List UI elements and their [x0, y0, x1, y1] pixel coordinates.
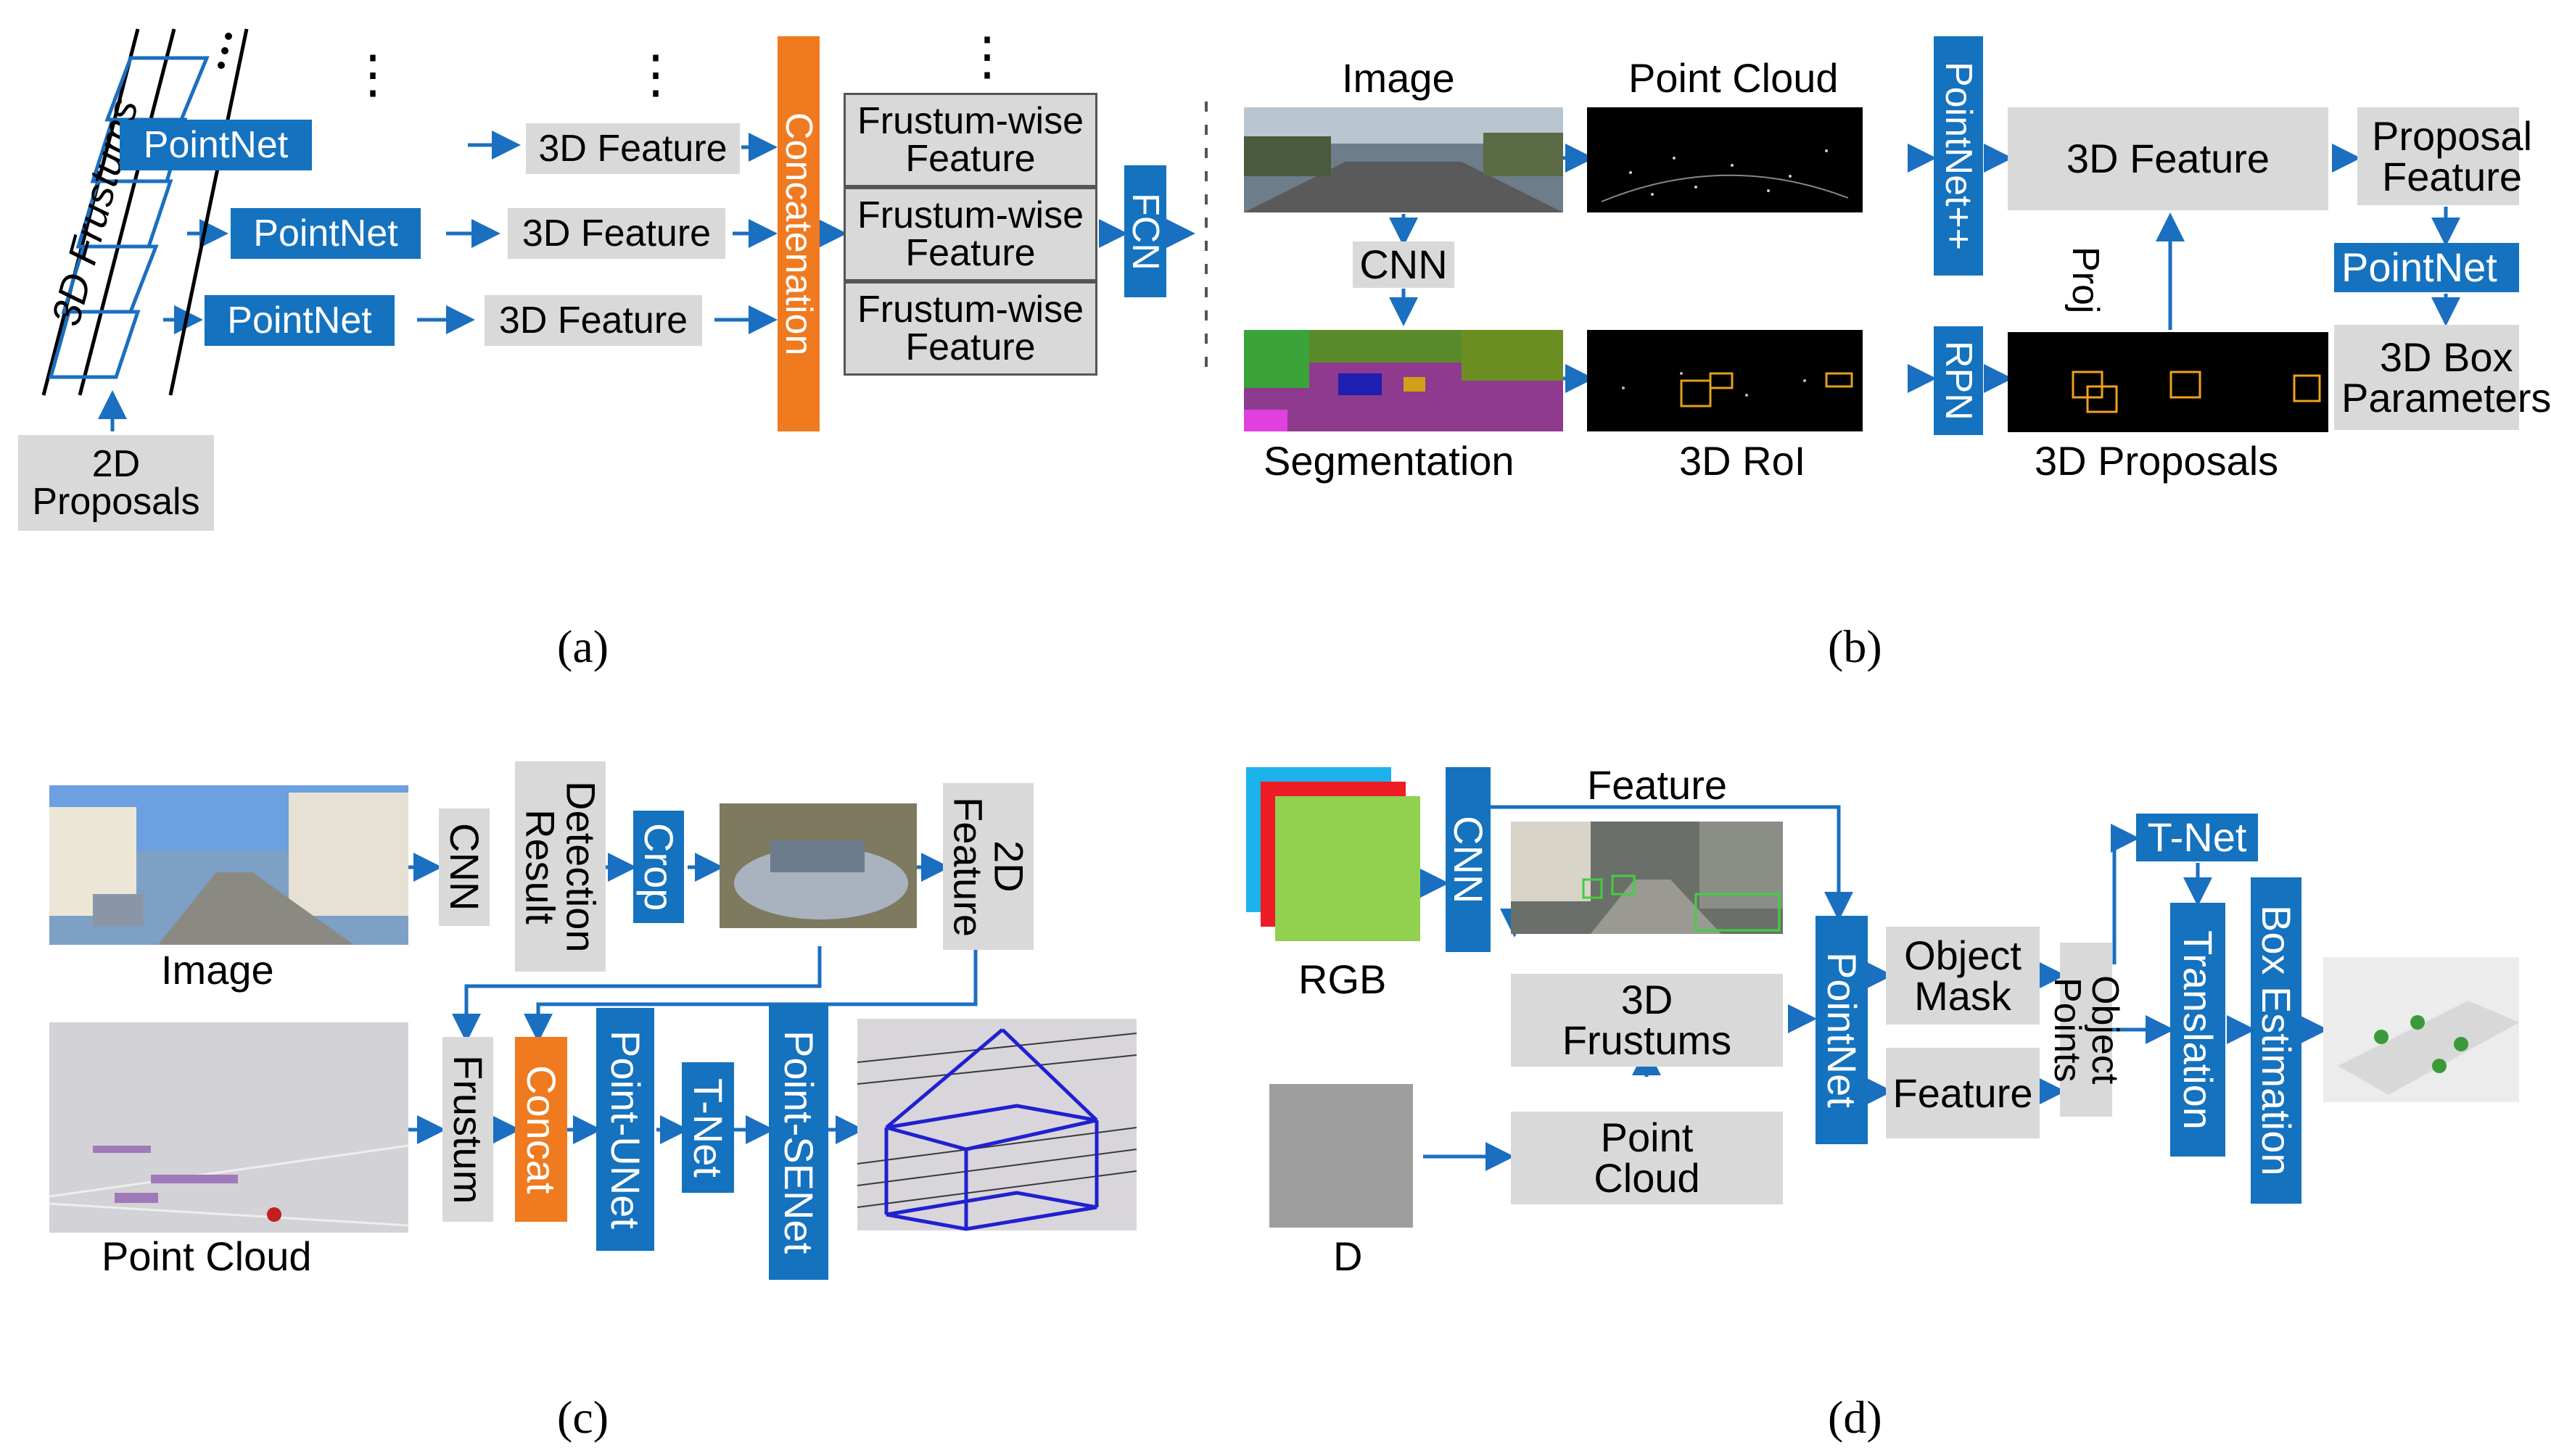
rgb-label: RGB — [1298, 956, 1387, 1002]
point-unet-box: Point-UNet — [596, 1008, 654, 1251]
b-cnn-box: CNN — [1353, 241, 1454, 288]
roi-image — [1587, 330, 1863, 431]
caption-a: (a) — [557, 621, 609, 672]
c-image-label: Image — [161, 947, 274, 993]
frustums3d-box: 3D Frustums — [1511, 974, 1783, 1067]
feature3d-box-3: 3D Feature — [485, 295, 702, 346]
pointnet-box-3: PointNet — [205, 295, 395, 346]
b-feature3d-box: 3D Feature — [2008, 107, 2328, 210]
feature3d-box-2: 3D Feature — [508, 208, 725, 259]
depth-square — [1269, 1084, 1413, 1228]
proposals2d-box: 2D Proposals — [18, 435, 214, 531]
c-cnn-box: CNN — [439, 808, 490, 926]
d-pointcloud-box: Point Cloud — [1511, 1112, 1783, 1204]
ellipsis-3: ⋮ — [961, 28, 1013, 86]
pointnet-box-2: PointNet — [231, 208, 421, 259]
frustum-wise-box-1: Frustum-wise Feature — [844, 93, 1097, 187]
concatenation-box: Concatenation — [778, 36, 820, 431]
detection-result-box: Detection Result — [515, 761, 606, 972]
feature2d-box: 2D Feature — [943, 783, 1034, 950]
caption-d: (d) — [1828, 1391, 1882, 1443]
frustum-wise-box-2: Frustum-wise Feature — [844, 187, 1097, 281]
rpn-box: RPN — [1934, 326, 1983, 435]
object-mask-box: Object Mask — [1886, 927, 2040, 1025]
translation-box: Translation — [2170, 903, 2225, 1157]
box-estimation-box: Box Estimation — [2251, 877, 2301, 1204]
caption-b: (b) — [1828, 621, 1882, 672]
d-label: D — [1333, 1233, 1363, 1279]
c-pointcloud-image — [49, 1022, 409, 1233]
pointnetpp-box: PointNet++ — [1934, 36, 1983, 276]
point-senet-box: Point-SENet — [769, 1004, 828, 1280]
pointcloud-image — [1587, 107, 1863, 212]
box3d-image — [857, 1019, 1137, 1231]
proposals3d-image — [2008, 332, 2328, 432]
feature-top-label: Feature — [1587, 762, 1727, 808]
fcn-box: FCN — [1124, 165, 1166, 297]
frustum-wise-box-3: Frustum-wise Feature — [844, 281, 1097, 376]
pointnet-box-1: PointNet — [120, 120, 312, 170]
c-street-image — [49, 785, 408, 945]
b-pointcloud-label: Point Cloud — [1628, 55, 1839, 101]
b-image-label: Image — [1342, 55, 1455, 101]
segmentation-image — [1244, 330, 1563, 431]
feature3d-box-1: 3D Feature — [526, 123, 740, 174]
d-tnet-box: T-Net — [2136, 814, 2258, 861]
concat-box: Concat — [515, 1037, 567, 1222]
street-photo — [1244, 107, 1563, 212]
roi-label: 3D RoI — [1679, 438, 1806, 484]
caption-c: (c) — [557, 1391, 609, 1443]
proposal-feature-box: Proposal Feature — [2357, 107, 2532, 205]
proj-label: Proj — [2064, 247, 2106, 314]
c-tnet-box: T-Net — [682, 1062, 734, 1193]
ellipsis-1: ⋮ — [347, 46, 399, 104]
proposals3d-label: 3D Proposals — [2035, 438, 2279, 484]
result-3d-image — [2323, 957, 2519, 1102]
detection-street-image — [1511, 822, 1783, 934]
d-cnn-box: CNN — [1446, 767, 1491, 952]
object-points-box: Object Points — [2046, 943, 2126, 1117]
d-pointnet-box: PointNet — [1816, 916, 1868, 1144]
ellipsis-2: ⋮ — [630, 46, 682, 104]
frustum-box: Frustum — [442, 1037, 493, 1222]
crop-box: Crop — [633, 811, 684, 923]
c-pointcloud-label: Point Cloud — [102, 1233, 312, 1279]
segmentation-label: Segmentation — [1264, 438, 1514, 484]
d-feature-box: Feature — [1886, 1048, 2040, 1138]
b-pointnet-box: PointNet — [2334, 243, 2519, 292]
box-params-box: 3D Box Parameters — [2334, 325, 2551, 430]
car-crop-image — [720, 803, 917, 928]
rgb-stack — [1246, 767, 1420, 956]
